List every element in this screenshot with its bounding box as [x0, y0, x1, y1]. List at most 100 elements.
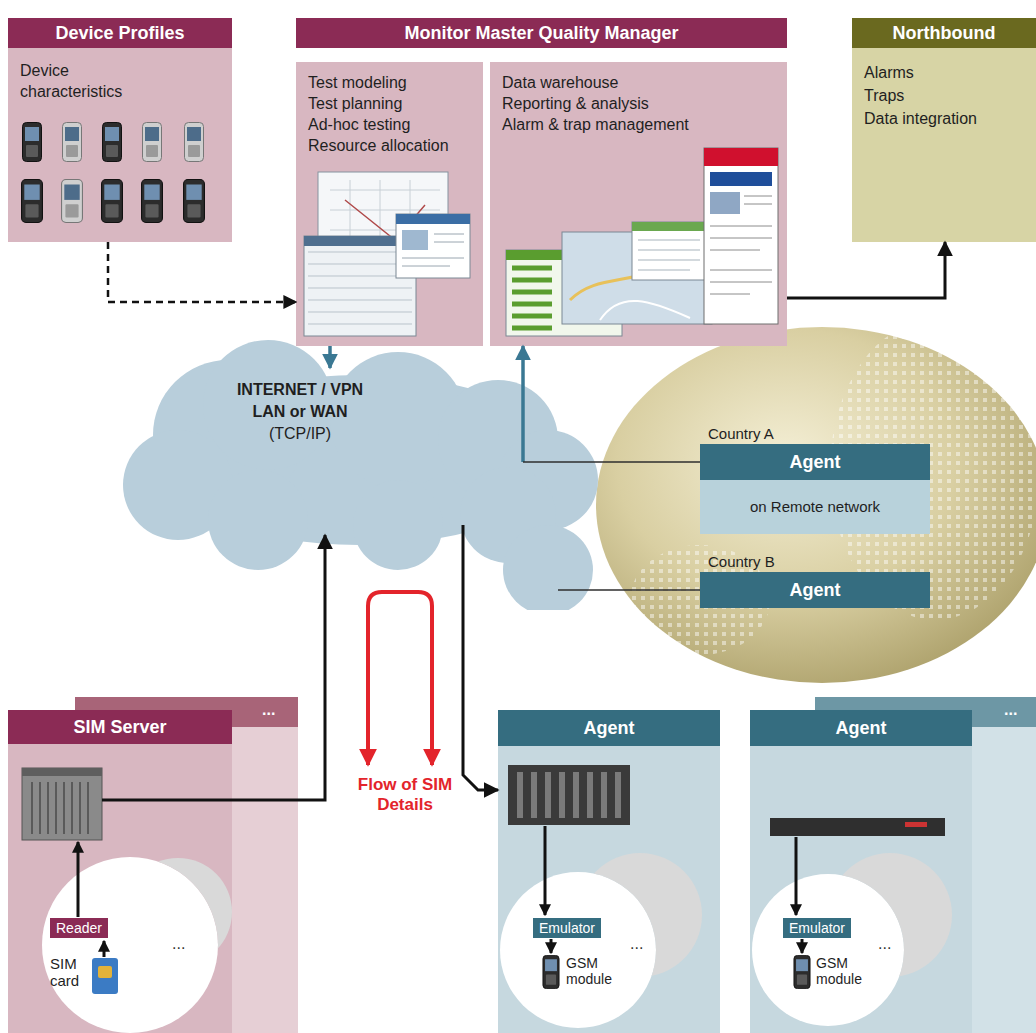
wire — [102, 799, 232, 802]
reader-box: Reader — [50, 918, 108, 938]
screenshot-cells — [512, 268, 552, 328]
body-text: Test planning — [308, 93, 475, 114]
stack-circle — [124, 858, 232, 966]
label-anchor: ... — [1004, 700, 1017, 720]
flow-arrow — [368, 592, 432, 765]
gsm-module-icon — [543, 955, 559, 988]
label-anchor: Flow of SIM Details — [355, 775, 455, 815]
connector — [463, 525, 498, 790]
body-text: Device characteristics — [20, 60, 170, 102]
rack-slots — [32, 782, 88, 834]
connector — [328, 346, 332, 368]
stack-circle — [578, 853, 702, 977]
label-anchor: ... — [262, 700, 275, 720]
body-text: Ad-hoc testing — [308, 114, 475, 135]
phone-icon — [103, 123, 122, 162]
wire-arrow — [795, 837, 798, 915]
panel-title: Device Profiles — [8, 18, 232, 48]
map-road — [600, 301, 690, 320]
connector — [108, 242, 296, 302]
phone-icon — [184, 180, 205, 223]
ellipsis-label: ... — [262, 700, 275, 720]
cloud-part — [353, 480, 443, 570]
northbound-panel: NorthboundAlarmsTrapsData integration — [852, 18, 1036, 242]
body-text: SIM card — [50, 955, 88, 989]
panel-title: Agent — [750, 710, 972, 746]
connector — [523, 461, 700, 463]
screenshot-image — [402, 230, 428, 250]
agent-title: Agent — [700, 444, 930, 480]
phone-icon — [62, 180, 83, 223]
label-anchor: ... — [630, 934, 643, 954]
sim-card-icon — [92, 958, 118, 994]
screenshot-rows — [402, 234, 464, 266]
phone-icon — [23, 123, 42, 162]
sim-rack — [22, 768, 102, 840]
cloud-part — [208, 470, 308, 570]
phone-screen — [704, 148, 778, 324]
phone-screen-bar — [704, 148, 778, 166]
panel-title: Northbound — [852, 18, 1036, 48]
wire-arrow — [544, 826, 547, 915]
ellipsis-label: ... — [1004, 700, 1017, 720]
connector — [232, 535, 325, 800]
body-text: Alarm & trap management — [502, 114, 779, 135]
ellipsis-label: ... — [630, 934, 643, 954]
phone-icon — [142, 180, 163, 223]
connector — [521, 346, 525, 462]
emulator-box: Emulator — [783, 918, 851, 938]
box-text: Emulator — [539, 919, 595, 937]
gsm-module-icon — [794, 955, 810, 988]
wire-arrow — [103, 941, 106, 957]
cloud-shape — [118, 320, 600, 610]
connector — [558, 589, 700, 591]
phone-screen-image — [710, 192, 740, 214]
sim-chip — [98, 966, 112, 978]
emulator-box: Emulator — [533, 918, 601, 938]
cloud-part — [503, 525, 593, 610]
agent-box: Country AAgenton Remote network — [700, 424, 930, 534]
phone-icon — [22, 180, 43, 223]
country-label: Country A — [708, 424, 930, 444]
cloud-text: INTERNET / VPN — [200, 379, 400, 401]
body-text: Data integration — [864, 108, 1028, 129]
agent-title: Agent — [700, 572, 930, 608]
connector — [787, 242, 945, 298]
ellipsis-label: ... — [878, 934, 891, 954]
phone-icon — [143, 123, 162, 162]
phone-icon — [185, 123, 204, 162]
connector-group — [108, 242, 945, 800]
panel-title: Agent — [498, 710, 720, 746]
body-text: Data warehouse — [502, 72, 779, 93]
body-text: Alarms — [864, 62, 1028, 83]
cloud-text: LAN or WAN — [200, 401, 400, 423]
wire-arrow — [801, 939, 804, 953]
flow-label: Flow of SIM Details — [355, 775, 455, 815]
network-cloud: INTERNET / VPNLAN or WAN(TCP/IP) — [118, 320, 600, 610]
phone-icon — [63, 123, 82, 162]
body-text: on Remote network — [700, 480, 930, 534]
agent-box: Country BAgent — [700, 552, 930, 608]
agent-rack — [508, 765, 630, 825]
label-anchor: ... — [878, 934, 891, 954]
agent-rack — [770, 818, 945, 836]
cloud-text: (TCP/IP) — [200, 423, 400, 445]
body-text: GSM module — [566, 955, 620, 987]
box-text: Reader — [56, 919, 102, 937]
wire-arrow — [550, 939, 553, 953]
rack-cards — [520, 772, 618, 818]
country-label: Country B — [708, 552, 930, 572]
panel-title: SIM Server — [8, 710, 232, 744]
body-text: Reporting & analysis — [502, 93, 779, 114]
box-text: Emulator — [789, 919, 845, 937]
body-text: Traps — [864, 85, 1028, 106]
body-text: Resource allocation — [308, 135, 475, 156]
ellipsis-label: ... — [172, 934, 185, 954]
label-anchor: ... — [172, 934, 185, 954]
body-text: GSM module — [816, 955, 870, 987]
screenshot-rows — [638, 240, 700, 270]
phone-icon — [102, 180, 123, 223]
wire-arrow — [77, 842, 80, 917]
phone-screen-rows — [710, 196, 772, 294]
stack-circle — [828, 853, 952, 977]
